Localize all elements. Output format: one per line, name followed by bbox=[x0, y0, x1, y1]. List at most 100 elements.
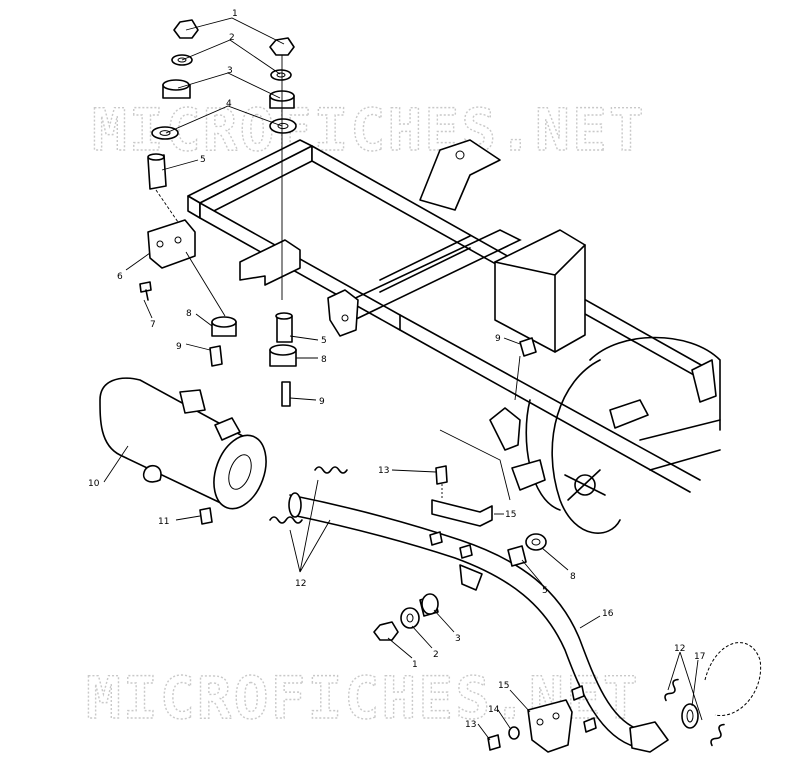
frame-mount-plate bbox=[239, 239, 301, 286]
callout-12-left: 12 bbox=[295, 579, 306, 589]
callout-8-center: 8 bbox=[321, 355, 327, 365]
exhaust-pipe-group bbox=[288, 492, 669, 753]
callout-10: 10 bbox=[88, 479, 100, 489]
part-bolt-11 bbox=[199, 507, 213, 525]
part-gasket-17 bbox=[681, 703, 699, 729]
part-washer-14 bbox=[508, 726, 520, 740]
pipe-clip-d bbox=[583, 717, 597, 733]
muffler-bracket-tab bbox=[179, 389, 206, 414]
part-nut-1a-right bbox=[269, 37, 295, 56]
callout-8-left: 8 bbox=[186, 309, 192, 319]
watermark-top: MICROFICHES.NET bbox=[92, 96, 646, 164]
frame-tab-left bbox=[489, 407, 521, 451]
engine-stud-cross bbox=[564, 469, 606, 501]
muffler-bracket-group bbox=[139, 219, 237, 367]
pipe-inlet-flange bbox=[288, 492, 302, 518]
engine-mount-box bbox=[494, 229, 586, 353]
callout-6: 6 bbox=[117, 272, 123, 282]
part-bolt-9c bbox=[519, 337, 537, 357]
part-washer-2b bbox=[400, 607, 420, 629]
part-exhaust-pipe-16 bbox=[289, 494, 641, 731]
part-bolt-9b bbox=[281, 381, 291, 407]
bracket-hole bbox=[455, 150, 465, 160]
frame-assembly bbox=[187, 139, 721, 534]
engine-box-edges bbox=[494, 244, 586, 353]
part-spring-12c bbox=[664, 678, 679, 702]
part-bracket-15b bbox=[527, 699, 573, 753]
engine-housing-outline bbox=[589, 336, 721, 431]
callout-13-upper: 13 bbox=[378, 466, 389, 476]
center-mount-stack bbox=[269, 312, 537, 407]
muffler-spark-arrestor bbox=[142, 464, 162, 483]
callout-3-lower: 3 bbox=[455, 634, 461, 644]
part-bolt-7-head bbox=[139, 281, 152, 293]
pipe-clip-b bbox=[459, 544, 473, 559]
callout-2-top: 2 bbox=[229, 33, 235, 43]
callout-9-center: 9 bbox=[319, 397, 325, 407]
callout-3-top: 3 bbox=[227, 66, 233, 76]
part-nut-1b bbox=[373, 621, 399, 641]
part-bolt-13a bbox=[435, 465, 448, 485]
part-bracket-6 bbox=[147, 219, 196, 269]
engine-side-outline bbox=[551, 359, 621, 534]
callout-9-right: 9 bbox=[495, 334, 501, 344]
muffler-group bbox=[99, 377, 267, 525]
pipe-mount-stack bbox=[507, 533, 547, 567]
callout-15-upper: 15 bbox=[505, 510, 516, 520]
exhaust-gasket-group bbox=[681, 642, 762, 729]
callout-13-lower: 13 bbox=[465, 720, 476, 730]
frame-lower-rail bbox=[399, 314, 701, 493]
callout-7: 7 bbox=[150, 320, 156, 330]
callout-5-top: 5 bbox=[200, 155, 206, 165]
callout-14: 14 bbox=[488, 705, 500, 715]
frame-gusset bbox=[327, 289, 359, 337]
pipe-clip-c bbox=[571, 685, 585, 701]
callout-5-lower: 5 bbox=[542, 586, 548, 596]
gusset-hole bbox=[341, 314, 349, 322]
callout-1-top: 1 bbox=[232, 9, 238, 19]
right-mount-stack bbox=[269, 37, 297, 300]
part-washer-4a bbox=[151, 126, 179, 140]
muffler-end-cap bbox=[213, 434, 267, 510]
callout-labels: 1 2 3 4 5 6 7 8 9 5 8 9 9 10 11 12 13 15… bbox=[88, 9, 705, 730]
pipe-outlet-flange bbox=[629, 721, 669, 753]
part-bolt-13b bbox=[487, 734, 501, 751]
callout-5-center: 5 bbox=[321, 336, 327, 346]
pipe-mount-bracket bbox=[459, 564, 483, 591]
callout-11: 11 bbox=[158, 517, 169, 527]
upper-pipe-bracket-group bbox=[431, 465, 493, 527]
callout-15-lower: 15 bbox=[498, 681, 509, 691]
callout-4-top: 4 bbox=[226, 99, 232, 109]
frame-upper-bracket bbox=[419, 139, 501, 211]
part-washer-4a-right bbox=[269, 118, 297, 134]
part-washer-2a-right bbox=[270, 69, 292, 81]
part-grommet-8c bbox=[525, 533, 547, 551]
muffler-mount-lug bbox=[214, 417, 241, 441]
part-spring-12d bbox=[710, 723, 725, 747]
engine-rails bbox=[639, 419, 721, 471]
callout-2-lower: 2 bbox=[433, 650, 439, 660]
part-spring-12b bbox=[269, 516, 303, 524]
lower-pipe-bracket-group bbox=[487, 699, 573, 753]
part-spring-12a bbox=[314, 466, 348, 474]
frame-mid-crossmember bbox=[329, 229, 522, 323]
frame-rear-bracket bbox=[691, 359, 717, 403]
pipe-clip-a bbox=[429, 531, 443, 546]
callout-9-left: 9 bbox=[176, 342, 182, 352]
springs-group bbox=[269, 466, 725, 747]
part-spacer-5b bbox=[276, 315, 293, 343]
part-nut-1a bbox=[173, 19, 199, 39]
part-bolt-9a bbox=[209, 345, 223, 367]
frame-tab-right bbox=[609, 399, 649, 429]
part-bracket-15a bbox=[431, 499, 493, 527]
left-mount-stack bbox=[147, 19, 199, 190]
frame-lower-tab bbox=[511, 459, 546, 491]
callout-1-lower: 1 bbox=[412, 660, 418, 670]
frame-crossbar bbox=[379, 235, 471, 293]
part-spacer-5c bbox=[507, 545, 527, 567]
leader-lines bbox=[103, 17, 703, 741]
engine-exhaust-port bbox=[704, 642, 762, 716]
callout-12-right: 12 bbox=[674, 644, 685, 654]
